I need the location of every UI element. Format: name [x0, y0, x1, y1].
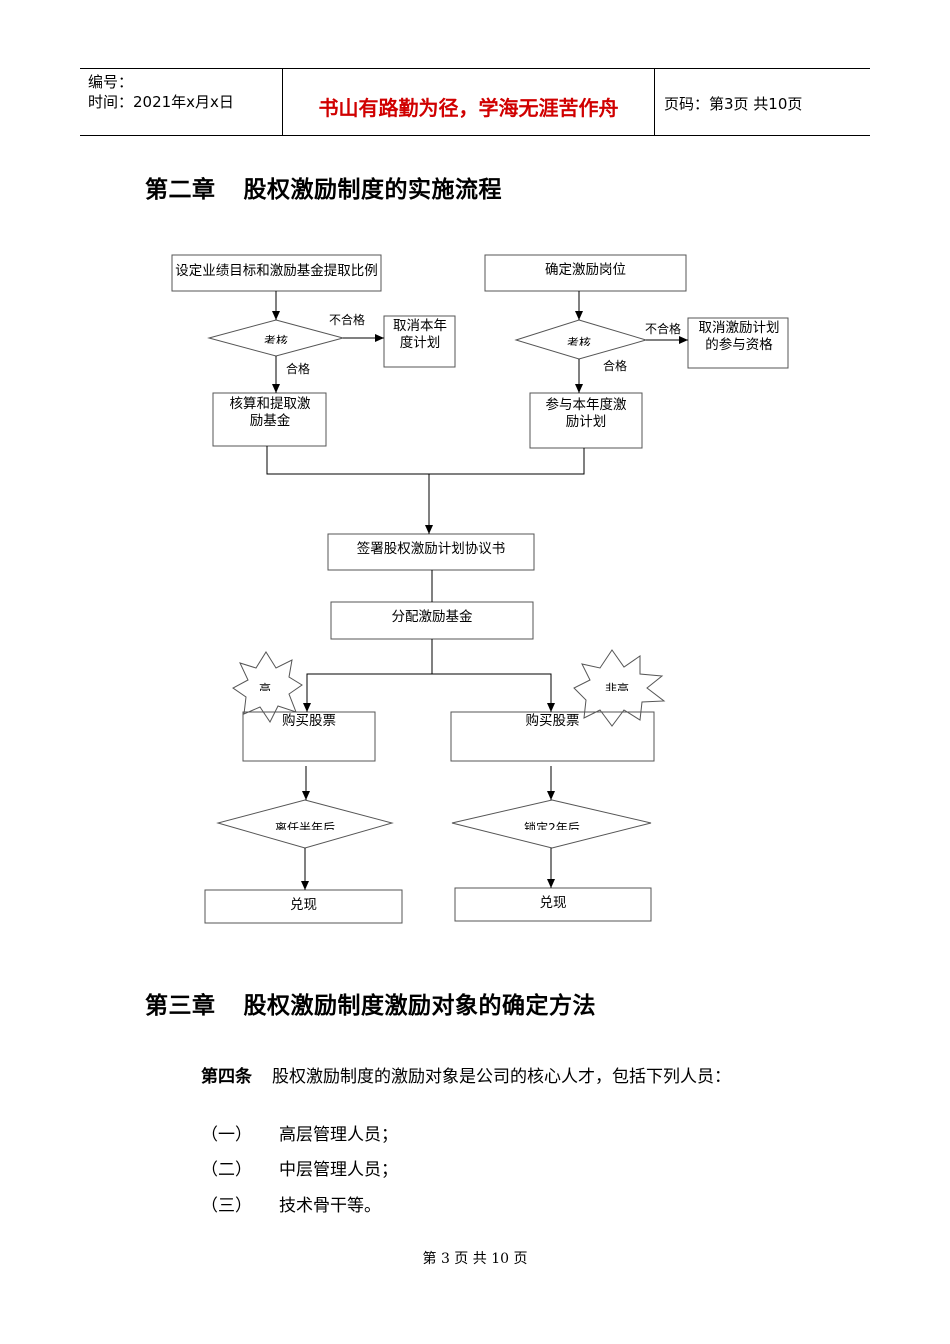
right-cancel-box: [687, 317, 789, 369]
list-item-number: （二）: [201, 1160, 252, 1180]
list-item-number: （一）: [201, 1125, 252, 1145]
right-cancel-label: 取消激励计划的参与资格: [698, 320, 780, 353]
list-item: （三） 技术骨干等。: [201, 1191, 381, 1216]
header-divider-1: [282, 68, 283, 136]
cond-right-diamond: [451, 799, 652, 849]
left-check-label: 考核: [263, 334, 288, 344]
time-label: 时间：2021年x月x日: [88, 93, 234, 111]
distribute-label: 分配激励基金: [391, 609, 473, 625]
chapter-3-heading: 第三章 股权激励制度激励对象的确定方法: [145, 986, 596, 1020]
burst-right-shape: [573, 649, 666, 727]
right-fail-label: 不合格: [645, 322, 682, 336]
buy-left-label: 购买股票: [282, 713, 336, 729]
burst-left-label: 高: [258, 682, 271, 691]
sign-box: [327, 533, 535, 571]
header-meta: 编号： 时间：2021年x月x日: [88, 72, 234, 112]
conn-merge: [266, 446, 585, 475]
number-label: 编号：: [88, 73, 134, 91]
list-item-number: （三）: [201, 1196, 252, 1216]
sign-label: 签署股权激励计划协议书: [356, 541, 506, 557]
header-bottom-rule: [80, 135, 870, 136]
cash-right-box: [454, 887, 652, 922]
cash-left-box: [204, 889, 403, 924]
right-check-label: 考核: [566, 336, 591, 346]
cond-left-label: 离任半年后: [274, 821, 335, 830]
header-divider-2: [654, 68, 655, 136]
right-pass-label: 合格: [603, 359, 628, 373]
list-item-text: 高层管理人员；: [279, 1125, 398, 1145]
left-start-label: 设定业绩目标和激励基金提取比例: [175, 263, 378, 279]
right-start-label: 确定激励岗位: [545, 262, 626, 278]
list-item-text: 中层管理人员；: [279, 1160, 398, 1180]
header-top-rule: [80, 68, 870, 69]
article-4-label: 第四条: [201, 1067, 252, 1087]
burst-right-label: 非高: [604, 682, 629, 691]
chapter-2-heading: 第二章 股权激励制度的实施流程: [145, 170, 502, 204]
page-footer: 第 3 页 共 10 页: [422, 1251, 528, 1267]
buy-right-label: 购买股票: [525, 713, 580, 729]
right-start-box: [484, 254, 687, 292]
chapter-3-number: 第三章: [145, 993, 216, 1019]
left-pass-label: 合格: [286, 362, 311, 376]
header-page-info: 页码：第3页 共10页: [664, 95, 803, 113]
conn-split-right: [432, 673, 555, 712]
list-item: （二） 中层管理人员；: [201, 1155, 398, 1180]
chapter-3-title: 股权激励制度激励对象的确定方法: [243, 993, 596, 1019]
buy-left-box: [242, 711, 376, 762]
left-fail-label: 不合格: [329, 313, 366, 327]
list-item-text: 技术骨干等。: [279, 1196, 381, 1216]
burst-left-shape: [232, 651, 303, 723]
buy-right-box: [450, 711, 655, 762]
right-join-label: 参与本年度激励计划: [545, 397, 627, 430]
article-4-text: 股权激励制度的激励对象是公司的核心人才，包括下列人员：: [272, 1067, 731, 1087]
chapter-2-number: 第二章: [145, 177, 216, 203]
cond-right-label: 锁定2年后: [524, 821, 580, 830]
cash-left-label: 兑现: [290, 897, 317, 913]
left-calc-label: 核算和提取激励基金: [229, 396, 311, 429]
cash-right-label: 兑现: [539, 895, 567, 911]
header-motto: 书山有路勤为径，学海无涯苦作舟: [318, 96, 619, 120]
article-4: 第四条股权激励制度的激励对象是公司的核心人才，包括下列人员：: [201, 1062, 731, 1087]
left-cancel-box: [383, 315, 456, 368]
list-item: （一） 高层管理人员；: [201, 1120, 398, 1145]
left-cancel-label: 取消本年度计划: [393, 318, 447, 351]
left-calc-box: [212, 392, 327, 447]
right-join-box: [529, 392, 643, 449]
conn-split: [303, 639, 433, 712]
chapter-2-title: 股权激励制度的实施流程: [243, 177, 502, 203]
